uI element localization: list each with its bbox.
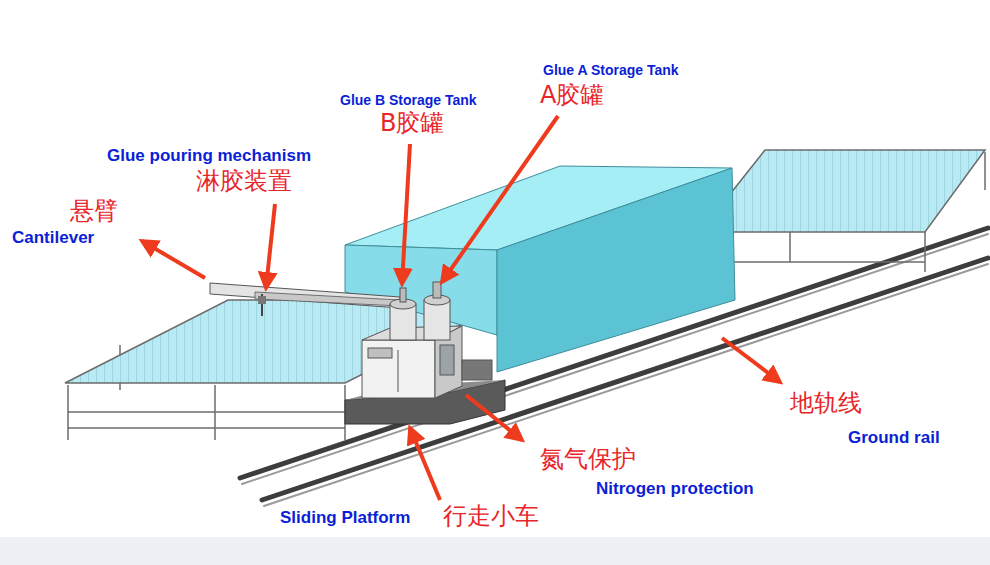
glue-tanks — [390, 282, 450, 340]
callout-label-en: Glue B Storage Tank — [340, 92, 477, 108]
callout-label-zh: A胶罐 — [540, 82, 604, 110]
callout-label-zh: 氮气保护 — [540, 446, 636, 474]
callout-label-en: Cantilever — [12, 228, 94, 248]
right-conveyor — [700, 150, 985, 272]
cantilever-beam — [210, 283, 400, 316]
callout-label-zh: 淋胶装置 — [196, 168, 292, 196]
callout-label-zh: B胶罐 — [380, 110, 444, 138]
bottom-band — [0, 537, 990, 565]
callout-label-en: Glue pouring mechanism — [107, 146, 311, 166]
left-conveyor — [65, 300, 510, 440]
callout-label-en: Ground rail — [848, 428, 940, 448]
callout-arrows — [142, 116, 780, 500]
callout-label-zh: 地轨线 — [790, 390, 862, 418]
callout-label-zh: 悬臂 — [70, 198, 118, 226]
callout-label-en: Glue A Storage Tank — [543, 62, 679, 78]
callout-label-en: Nitrogen protection — [596, 479, 754, 499]
callout-label-en: Sliding Platform — [280, 508, 410, 528]
callout-label-zh: 行走小车 — [443, 503, 539, 531]
